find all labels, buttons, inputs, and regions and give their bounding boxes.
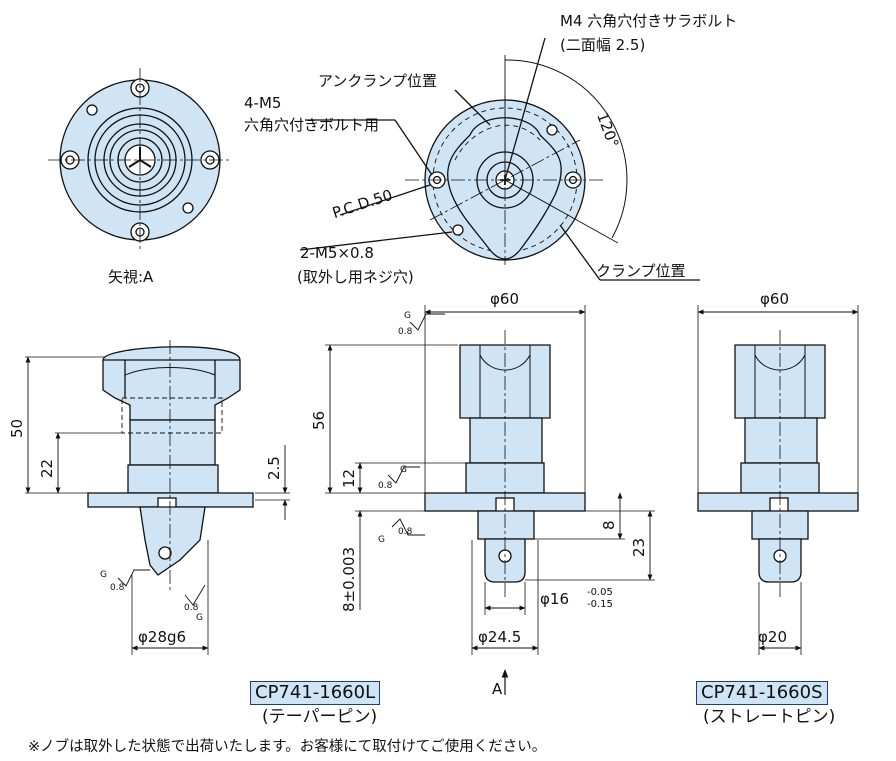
surface-g-1: G xyxy=(404,311,411,321)
surface-08-5: 0.8 xyxy=(184,603,199,613)
dim-phi24-5: φ24.5 xyxy=(478,628,522,646)
surface-finish-symbols xyxy=(117,313,445,606)
view-arrow-a-label: A xyxy=(492,680,503,698)
m5-bolt-label-2: 六角穴付きボルト用 xyxy=(244,116,380,134)
dim-phi60-right: φ60 xyxy=(760,290,789,308)
surface-08-3: 0.8 xyxy=(398,527,413,537)
side-view-taper xyxy=(25,340,290,655)
dim-phi20: φ20 xyxy=(758,628,787,646)
m4-bolt-width-label: (二面幅 2.5) xyxy=(560,36,646,54)
dim-23: 23 xyxy=(630,537,648,557)
m4-bolt-label: M4 六角穴付きサラボルト xyxy=(560,12,738,30)
view-a-plan xyxy=(48,68,232,252)
model-code-taper: CP741-1660L xyxy=(250,681,381,705)
m5-hole-label-1: 2-M5×0.8 xyxy=(300,244,374,262)
dim-phi16-tol-upper: -0.05 xyxy=(587,587,613,598)
surface-08-4: 0.8 xyxy=(110,583,125,593)
surface-08-1: 0.8 xyxy=(398,327,413,337)
view-a-label: 矢視:A xyxy=(108,268,154,286)
m5-hole-label-2: (取外し用ネジ穴) xyxy=(297,268,414,286)
plan-view-mid xyxy=(299,37,700,281)
surface-g-4: G xyxy=(100,570,107,580)
model-code-straight: CP741-1660S xyxy=(696,681,828,705)
dim-phi16: φ16 xyxy=(540,590,569,608)
unclamp-position-label: アンクランプ位置 xyxy=(318,72,437,90)
footnote: ※ノブは取外した状態で出荷いたします。お客様にて取付けてご使用ください。 xyxy=(28,739,547,755)
surface-g-3: G xyxy=(378,535,385,545)
dim-8: 8 xyxy=(600,520,618,530)
dim-12: 12 xyxy=(340,468,358,488)
dim-50: 50 xyxy=(8,418,26,438)
clamp-position-label: クランプ位置 xyxy=(596,262,686,280)
dim-22: 22 xyxy=(38,458,56,478)
side-view-straight xyxy=(697,305,859,655)
dim-phi16-tol-lower: -0.15 xyxy=(587,599,613,610)
surface-g-5: G xyxy=(196,613,203,623)
model-desc-taper: (テーパーピン) xyxy=(262,707,378,727)
dim-2-5: 2.5 xyxy=(265,456,283,480)
surface-g-2: G xyxy=(400,465,407,475)
model-desc-straight: (ストレートピン) xyxy=(703,707,836,727)
m5-bolt-label-1: 4-M5 xyxy=(244,94,282,112)
dim-8-tol: 8±0.003 xyxy=(340,546,358,612)
side-view-mid xyxy=(325,305,655,695)
surface-08-2: 0.8 xyxy=(378,481,393,491)
dim-phi60-mid: φ60 xyxy=(490,290,519,308)
dim-56: 56 xyxy=(310,410,328,430)
dim-phi28: φ28g6 xyxy=(138,628,187,646)
